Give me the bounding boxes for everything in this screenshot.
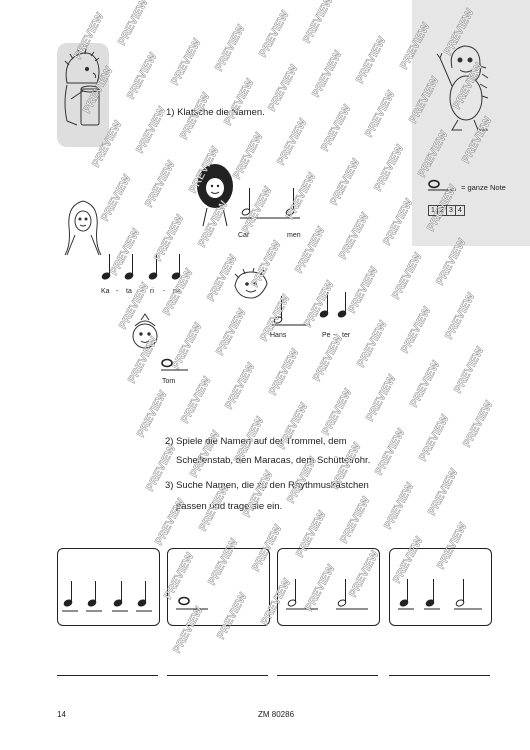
watermark-text: PREVIEW [390, 250, 425, 301]
watermark-text: PREVIEW [135, 388, 170, 439]
watermark-text: PREVIEW [355, 318, 390, 369]
katharina-hyphen-1: - [116, 288, 119, 295]
katharina-syllable-na: na [173, 288, 181, 295]
beat-count-4: 4 [455, 205, 465, 216]
watermark-text: PREVIEW [257, 8, 292, 59]
watermark-text: PREVIEW [408, 358, 443, 409]
watermark-text: PREVIEW [372, 142, 407, 193]
watermark-text: PREVIEW [354, 34, 389, 85]
watermark-text: PREVIEW [417, 412, 452, 463]
hans-peter-syllable-hans: Hans [270, 332, 287, 339]
katharina-syllable-ri: ri [150, 288, 154, 295]
watermark-text: PREVIEW [426, 466, 461, 517]
watermark-text: PREVIEW [213, 22, 248, 73]
watermark-text: PREVIEW [381, 196, 416, 247]
katharina-syllable-ka: Ka [101, 288, 110, 295]
watermark-text: PREVIEW [99, 172, 134, 223]
watermark-text: PREVIEW [311, 332, 346, 383]
rhythm-box-4 [389, 548, 492, 626]
page-number: 14 [57, 710, 66, 719]
watermark-text: PREVIEW [275, 116, 310, 167]
watermark-text: PREVIEW [319, 102, 354, 153]
watermark-text: PREVIEW [373, 426, 408, 477]
watermark-text: PREVIEW [143, 158, 178, 209]
task-3-line-1: 3) Suche Namen, die zu den Rhythmuskästc… [165, 480, 369, 491]
watermark-text: PREVIEW [134, 104, 169, 155]
task-2-line-1: 2) Spiele die Namen auf der Trommel, dem [165, 436, 347, 447]
watermark-text: PREVIEW [223, 360, 258, 411]
katharina-rhythm [100, 250, 190, 284]
watermark-text: PREVIEW [169, 36, 204, 87]
rhythm-box-1 [57, 548, 160, 626]
watermark-text: PREVIEW [179, 374, 214, 425]
watermark-text: PREVIEW [214, 306, 249, 357]
watermark-text: PREVIEW [267, 346, 302, 397]
watermark-text: PREVIEW [364, 372, 399, 423]
hans-peter-syllable-ter: ter [342, 332, 351, 339]
watermark-text: PREVIEW [452, 344, 487, 395]
tom-syllable: Tom [162, 378, 176, 385]
task-1-instruction: 1) Klatsche die Namen. [166, 107, 265, 118]
boy-tom-illustration [127, 312, 163, 352]
girl-katharina-illustration [63, 197, 103, 259]
watermark-text: PREVIEW [231, 130, 266, 181]
hans-peter-rhythm [270, 290, 360, 326]
watermark-text: PREVIEW [337, 210, 372, 261]
answer-line-4 [389, 675, 490, 676]
watermark-text: PREVIEW [328, 156, 363, 207]
katharina-hyphen-3: - [163, 288, 166, 295]
watermark-text: PREVIEW [222, 76, 257, 127]
watermark-text: PREVIEW [116, 0, 151, 47]
watermark-text: PREVIEW [301, 0, 336, 45]
girl-carmen-illustration [195, 162, 235, 228]
watermark-text: PREVIEW [461, 398, 496, 449]
hans-peter-syllable-pe: Pe [322, 332, 331, 339]
answer-line-3 [277, 675, 378, 676]
watermark-text: PREVIEW [338, 494, 373, 545]
katharina-syllable-ta: ta [126, 288, 132, 295]
watermark-text: PREVIEW [363, 88, 398, 139]
task-3-line-2: passen und trage sie ein. [176, 501, 283, 512]
hans-peter-hyphen: - [333, 332, 336, 339]
watermark-text: PREVIEW [320, 386, 355, 437]
whole-note-symbol [428, 178, 456, 191]
answer-line-1 [57, 675, 158, 676]
catalog-code: ZM 80286 [258, 710, 295, 719]
task-2-line-2: Schellenstab, den Maracas, dem Schüttelr… [176, 455, 371, 466]
tom-rhythm [160, 356, 192, 372]
katharina-hyphen-2: - [140, 288, 143, 295]
watermark-text: PREVIEW [266, 62, 301, 113]
watermark-text: PREVIEW [382, 480, 417, 531]
watermark-text: PREVIEW [310, 48, 345, 99]
carmen-syllable-2: men [287, 232, 301, 239]
carmen-syllable-1: Car [238, 232, 250, 239]
rhythm-box-3 [277, 548, 380, 626]
waving-hedgehog-icon [434, 40, 494, 136]
whole-note-legend-label: = ganze Note [461, 183, 506, 192]
answer-line-2 [167, 675, 268, 676]
watermark-text: PREVIEW [399, 304, 434, 355]
rhythm-box-2 [167, 548, 270, 626]
watermark-text: PREVIEW [125, 50, 160, 101]
carmen-rhythm [238, 176, 308, 220]
watermark-text: PREVIEW [443, 290, 478, 341]
boy-hans-peter-illustration [231, 267, 271, 304]
hedgehog-drummer-icon [57, 43, 109, 147]
